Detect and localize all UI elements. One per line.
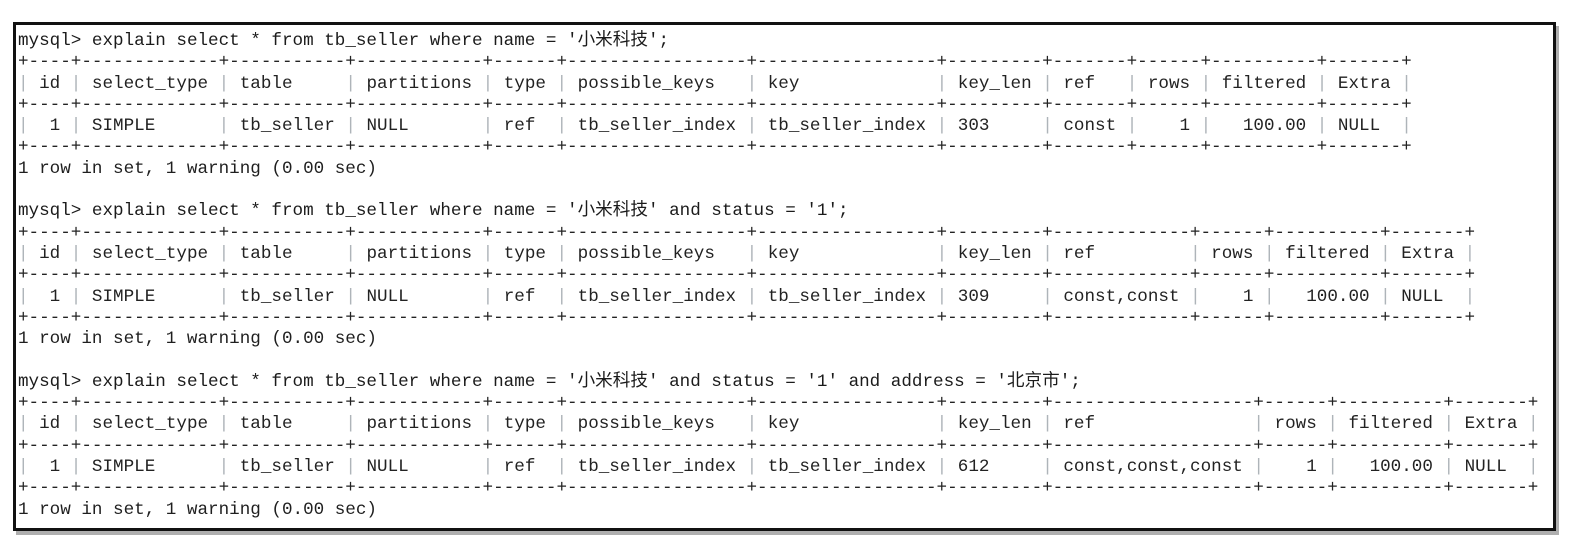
table-separator-pipe: |	[936, 456, 948, 477]
table-separator-pipe: |	[746, 116, 758, 137]
mysql-prompt: mysql>	[18, 371, 82, 392]
table-separator-pipe: |	[1190, 243, 1201, 264]
table-separator-pipe: |	[70, 243, 82, 264]
table-separator-pipe: |	[1464, 243, 1476, 264]
table-separator-pipe: |	[345, 286, 356, 307]
query-result-block: mysql> explain select * from tb_seller w…	[18, 201, 1551, 350]
table-separator-pipe: |	[1401, 116, 1412, 137]
table-separator-pipe: |	[18, 286, 29, 307]
table-separator-pipe: |	[936, 243, 948, 264]
table-separator-pipe: |	[1042, 116, 1053, 137]
query-text: explain select * from tb_seller where na…	[91, 371, 1081, 392]
table-separator-pipe: |	[936, 414, 948, 435]
table-separator-pipe: |	[482, 116, 494, 137]
table-separator-pipe: |	[18, 414, 29, 435]
table-separator-pipe: |	[1126, 116, 1138, 137]
table-separator-pipe: |	[18, 116, 29, 137]
table-separator-pipe: |	[1263, 243, 1275, 264]
table-separator-pipe: |	[556, 73, 568, 94]
table-separator-pipe: |	[18, 456, 29, 477]
explain-result-table: +----+-------------+-----------+--------…	[18, 393, 1539, 499]
query-result-block: mysql> explain select * from tb_seller w…	[18, 31, 1551, 180]
table-separator-pipe: |	[746, 243, 758, 264]
table-separator-pipe: |	[345, 73, 356, 94]
table-separator-pipe: |	[218, 286, 230, 307]
table-separator-pipe: |	[1443, 414, 1455, 435]
rows-status-line: 1 row in set, 1 warning (0.00 sec)	[18, 329, 377, 350]
table-separator-pipe: |	[1316, 116, 1328, 137]
mysql-prompt: mysql>	[18, 31, 82, 51]
table-separator-pipe: |	[345, 116, 356, 137]
table-separator-pipe: |	[556, 243, 568, 264]
mysql-query-line: mysql> explain select * from tb_seller w…	[18, 31, 1551, 52]
table-separator-pipe: |	[1042, 414, 1053, 435]
table-separator-pipe: |	[1263, 286, 1275, 307]
mysql-query-line: mysql> explain select * from tb_seller w…	[18, 372, 1551, 393]
table-separator-pipe: |	[1380, 286, 1391, 307]
table-separator-pipe: |	[1327, 414, 1338, 435]
table-separator-pipe: |	[345, 243, 356, 264]
table-separator-pipe: |	[746, 286, 758, 307]
table-separator-pipe: |	[482, 73, 494, 94]
terminal-screenshot-frame: mysql> explain select * from tb_seller w…	[13, 22, 1556, 531]
table-separator-pipe: |	[1200, 73, 1212, 94]
table-separator-pipe: |	[70, 414, 82, 435]
table-separator-pipe: |	[70, 73, 82, 94]
table-separator-pipe: |	[18, 73, 29, 94]
table-separator-pipe: |	[556, 116, 568, 137]
table-separator-pipe: |	[1200, 116, 1212, 137]
table-separator-pipe: |	[1527, 456, 1539, 477]
table-separator-pipe: |	[70, 116, 82, 137]
table-separator-pipe: |	[936, 286, 948, 307]
table-separator-pipe: |	[936, 73, 948, 94]
explain-result-table: +----+-------------+-----------+--------…	[18, 52, 1412, 158]
table-separator-pipe: |	[482, 414, 494, 435]
table-separator-pipe: |	[218, 456, 230, 477]
mysql-terminal-output: mysql> explain select * from tb_seller w…	[18, 31, 1551, 521]
table-separator-pipe: |	[218, 73, 230, 94]
query-text: explain select * from tb_seller where na…	[91, 31, 670, 51]
table-separator-pipe: |	[746, 73, 758, 94]
rows-status-line: 1 row in set, 1 warning (0.00 sec)	[18, 499, 377, 520]
mysql-query-line: mysql> explain select * from tb_seller w…	[18, 201, 1551, 222]
explain-result-table: +----+-------------+-----------+--------…	[18, 222, 1476, 328]
table-separator-pipe: |	[1042, 243, 1053, 264]
table-separator-pipe: |	[70, 456, 82, 477]
table-separator-pipe: |	[1380, 243, 1391, 264]
table-separator-pipe: |	[1126, 73, 1138, 94]
table-separator-pipe: |	[1253, 414, 1264, 435]
table-separator-pipe: |	[1316, 73, 1328, 94]
table-separator-pipe: |	[482, 456, 494, 477]
table-separator-pipe: |	[1443, 456, 1455, 477]
table-separator-pipe: |	[1042, 73, 1053, 94]
table-separator-pipe: |	[746, 456, 758, 477]
table-separator-pipe: |	[70, 286, 82, 307]
table-separator-pipe: |	[482, 243, 494, 264]
table-separator-pipe: |	[556, 456, 568, 477]
table-separator-pipe: |	[1401, 73, 1412, 94]
table-separator-pipe: |	[1042, 456, 1053, 477]
table-separator-pipe: |	[936, 116, 948, 137]
table-separator-pipe: |	[482, 286, 494, 307]
table-separator-pipe: |	[345, 414, 356, 435]
table-separator-pipe: |	[1042, 286, 1053, 307]
table-separator-pipe: |	[18, 243, 29, 264]
query-result-block: mysql> explain select * from tb_seller w…	[18, 372, 1551, 521]
table-separator-pipe: |	[1527, 414, 1539, 435]
table-separator-pipe: |	[1190, 286, 1201, 307]
query-text: explain select * from tb_seller where na…	[91, 201, 849, 222]
table-separator-pipe: |	[218, 116, 230, 137]
table-separator-pipe: |	[1253, 456, 1264, 477]
table-separator-pipe: |	[218, 414, 230, 435]
table-separator-pipe: |	[556, 286, 568, 307]
table-separator-pipe: |	[345, 456, 356, 477]
table-separator-pipe: |	[218, 243, 230, 264]
table-separator-pipe: |	[1327, 456, 1338, 477]
table-separator-pipe: |	[746, 414, 758, 435]
rows-status-line: 1 row in set, 1 warning (0.00 sec)	[18, 158, 377, 179]
mysql-prompt: mysql>	[18, 201, 82, 222]
table-separator-pipe: |	[1464, 286, 1476, 307]
table-separator-pipe: |	[556, 414, 568, 435]
